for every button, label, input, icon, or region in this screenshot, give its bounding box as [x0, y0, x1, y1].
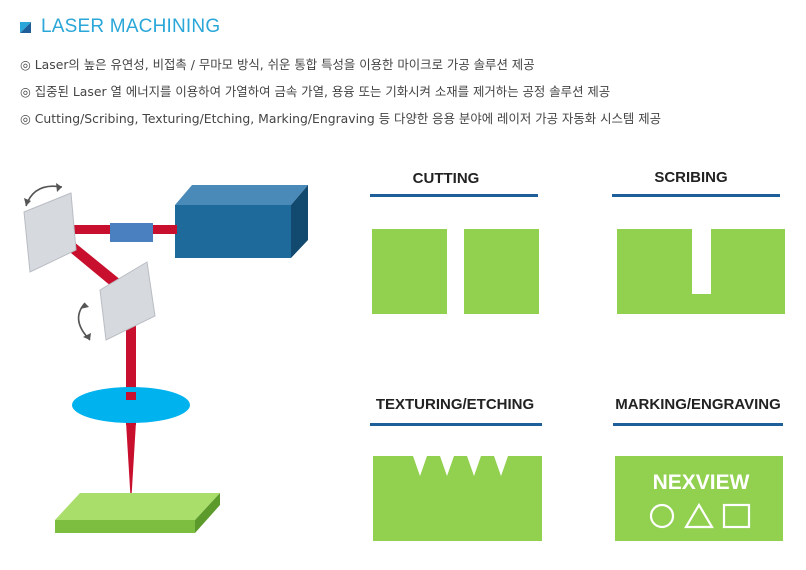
marked-workpiece	[615, 456, 783, 541]
rotate-arrow-icon	[77, 302, 91, 341]
panel-cutting: CUTTING	[370, 170, 539, 314]
scribed-workpiece	[617, 229, 785, 314]
beam-expander-icon	[110, 223, 153, 242]
description-item: ◎ Laser의 높은 유연성, 비접촉 / 무마모 방식, 쉬운 통합 특성을…	[20, 57, 535, 72]
panel-rule	[612, 194, 780, 197]
panel-title: CUTTING	[413, 170, 480, 187]
square-icon	[722, 503, 751, 529]
circle-icon	[649, 503, 675, 529]
page-header: LASER MACHINING	[20, 14, 220, 40]
description-list: ◎ Laser의 높은 유연성, 비접촉 / 무마모 방식, 쉬운 통합 특성을…	[20, 51, 661, 132]
description-item: ◎ 집중된 Laser 열 에너지를 이용하여 가열하여 금속 가열, 용융 또…	[20, 84, 611, 99]
mirror-icon	[23, 192, 77, 273]
mirror-icon	[99, 261, 156, 341]
panel-title: MARKING/ENGRAVING	[615, 396, 781, 413]
panel-rule	[370, 194, 538, 197]
rotate-arrow-icon	[24, 183, 63, 207]
page-title: LASER MACHINING	[41, 16, 221, 37]
panel-rule	[613, 423, 783, 426]
panel-title: TEXTURING/ETCHING	[376, 396, 534, 413]
workpiece-left	[372, 229, 447, 314]
engraved-logo: NEXVIEW	[653, 471, 750, 494]
workpiece-right	[464, 229, 539, 314]
panel-scribing: SCRIBING	[612, 169, 785, 314]
laser-beam	[40, 224, 177, 505]
laser-source-icon	[175, 185, 308, 258]
panel-rule	[370, 423, 542, 426]
focusing-lens-icon	[72, 387, 190, 423]
textured-workpiece	[373, 456, 542, 541]
panel-marking: MARKING/ENGRAVING NEXVIEW	[613, 396, 783, 541]
description-item: ◎ Cutting/Scribing, Texturing/Etching, M…	[20, 111, 662, 126]
triangle-icon	[684, 502, 714, 529]
triangle-mark-icon	[20, 21, 31, 33]
panel-texturing: TEXTURING/ETCHING	[370, 396, 542, 541]
panel-title: SCRIBING	[654, 169, 727, 186]
workpiece-icon	[55, 493, 220, 533]
